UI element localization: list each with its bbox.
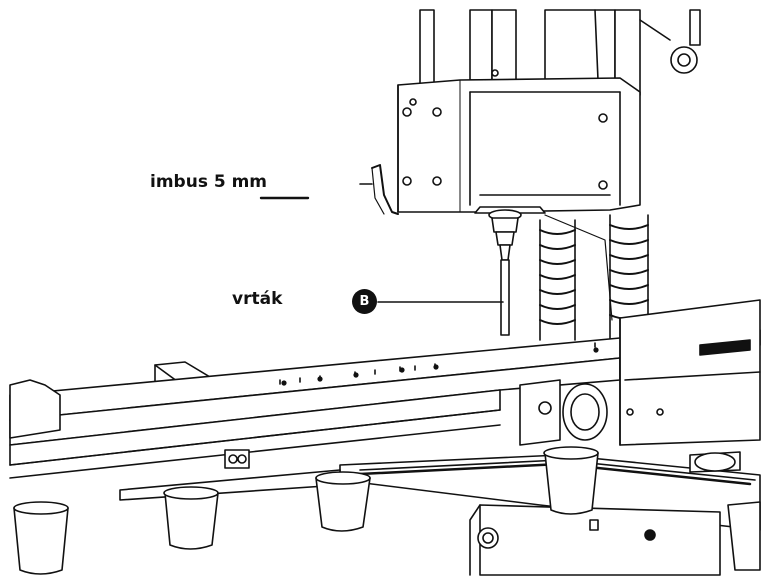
hex-key xyxy=(371,164,399,215)
screw xyxy=(598,180,608,190)
chuck-and-bit xyxy=(474,206,546,336)
drill-bit xyxy=(500,259,510,336)
column-assembly xyxy=(419,9,701,96)
hex-key-label: imbus 5 mm xyxy=(150,172,268,192)
screw xyxy=(598,113,608,123)
callout-b-badge: B xyxy=(352,289,377,314)
screw xyxy=(402,176,412,186)
base-rail xyxy=(9,299,761,479)
adjustment-knob xyxy=(519,379,608,446)
screw xyxy=(432,107,442,117)
bottom-block xyxy=(469,504,721,576)
head-housing xyxy=(397,69,641,213)
leader-lines xyxy=(259,183,504,303)
screw xyxy=(402,107,412,117)
foot xyxy=(727,501,761,571)
springs xyxy=(539,214,649,341)
drill-bit-label: vrták xyxy=(232,289,283,309)
screw xyxy=(432,176,442,186)
rubber-feet xyxy=(13,446,761,575)
